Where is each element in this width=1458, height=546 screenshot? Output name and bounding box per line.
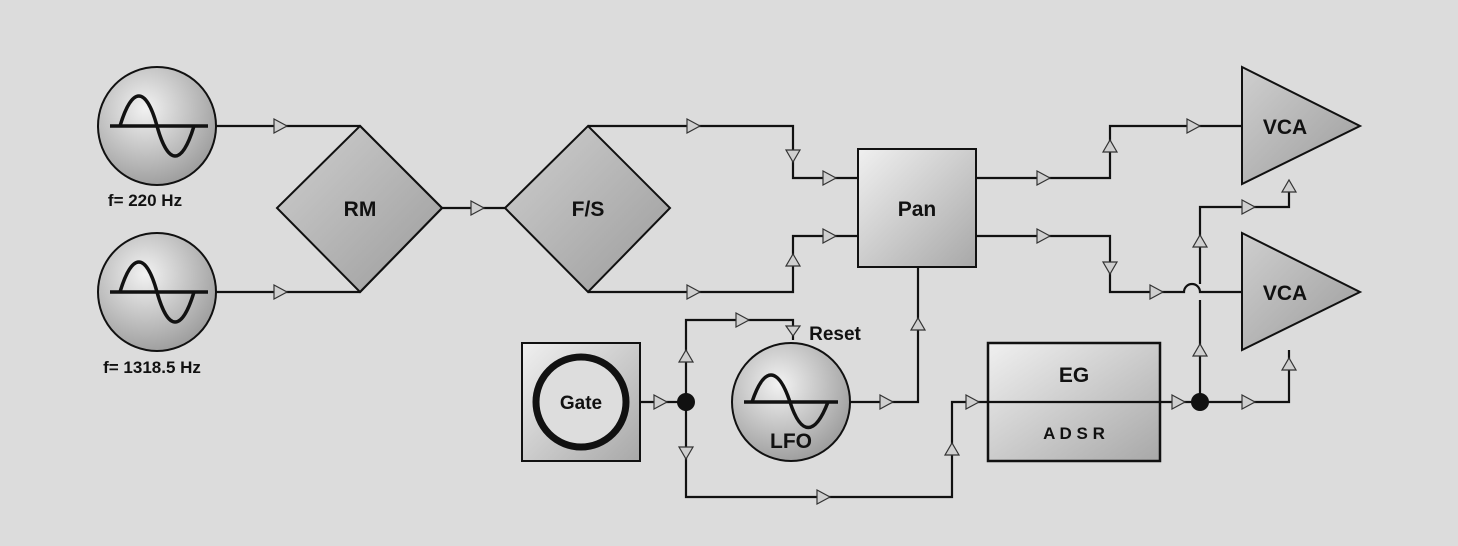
arrow-right bbox=[653, 393, 669, 411]
envelope-generator bbox=[986, 341, 1162, 463]
arrow-right bbox=[1171, 393, 1187, 411]
arrow-right bbox=[686, 117, 702, 135]
arrow-right bbox=[273, 283, 289, 301]
arrow-right bbox=[1036, 227, 1052, 245]
pan-label: Pan bbox=[898, 198, 937, 221]
gate-label: Gate bbox=[560, 393, 602, 414]
arrow-up bbox=[1280, 356, 1298, 371]
arrow-up bbox=[1191, 233, 1209, 248]
arrow-right bbox=[1241, 393, 1257, 411]
lfo-label: LFO bbox=[770, 430, 812, 453]
frequency-shifter bbox=[503, 124, 672, 294]
vca-top bbox=[1241, 65, 1363, 186]
wire-pan-vca-bottom bbox=[977, 234, 1242, 294]
eg-label: EG bbox=[1059, 364, 1089, 387]
sine-wave-icon bbox=[118, 94, 196, 158]
arrow-right bbox=[1241, 198, 1257, 216]
arrow-up bbox=[943, 441, 961, 456]
wire-eg-vca-bottom bbox=[1200, 350, 1291, 404]
arrow-right bbox=[686, 283, 702, 301]
adsr-label: A D S R bbox=[1043, 424, 1105, 443]
sine-wave-icon bbox=[750, 373, 830, 430]
junction-dot-gate bbox=[677, 393, 695, 411]
ring-modulator-label: RM bbox=[344, 198, 377, 221]
sine-wave-icon bbox=[118, 260, 196, 324]
gate-module bbox=[521, 342, 641, 462]
wire-lfo-pan bbox=[850, 268, 920, 404]
lfo-module bbox=[731, 342, 851, 462]
arrow-right bbox=[1036, 169, 1052, 187]
arrow-right bbox=[822, 227, 838, 245]
arrow-right bbox=[879, 393, 895, 411]
lfo-reset-label: Reset bbox=[809, 324, 861, 345]
frequency-shifter-label: F/S bbox=[572, 198, 605, 221]
arrow-down bbox=[784, 149, 802, 164]
arrow-right bbox=[1186, 117, 1202, 135]
arrow-right bbox=[822, 169, 838, 187]
arrow-right bbox=[273, 117, 289, 135]
gate-ring-icon bbox=[532, 353, 630, 451]
arrow-up bbox=[1280, 178, 1298, 193]
oscillator-2 bbox=[97, 232, 217, 352]
pan-module bbox=[857, 148, 977, 268]
vca-top-label: VCA bbox=[1263, 116, 1307, 139]
arrow-right bbox=[816, 488, 832, 506]
arrow-up bbox=[1101, 138, 1119, 153]
arrow-down bbox=[784, 325, 802, 338]
wire-gate-eg bbox=[684, 400, 988, 499]
vca-bottom bbox=[1241, 231, 1363, 352]
ring-modulator bbox=[275, 124, 444, 294]
arrow-right bbox=[965, 393, 981, 411]
arrow-down bbox=[677, 446, 695, 461]
arrow-up bbox=[784, 252, 802, 267]
arrow-up bbox=[677, 348, 695, 363]
oscillator-2-frequency-label: f= 1318.5 Hz bbox=[103, 358, 201, 377]
arrow-right bbox=[1149, 283, 1165, 301]
junction-dot-eg bbox=[1191, 393, 1209, 411]
vca-bottom-label: VCA bbox=[1263, 282, 1307, 305]
arrow-down bbox=[1101, 261, 1119, 276]
signal-arrows bbox=[273, 117, 1298, 506]
arrow-up bbox=[909, 316, 927, 331]
arrow-right bbox=[735, 311, 751, 329]
oscillator-1 bbox=[97, 66, 217, 186]
oscillator-1-frequency-label: f= 220 Hz bbox=[108, 191, 182, 210]
arrow-up bbox=[1191, 342, 1209, 357]
arrow-right bbox=[470, 199, 486, 217]
